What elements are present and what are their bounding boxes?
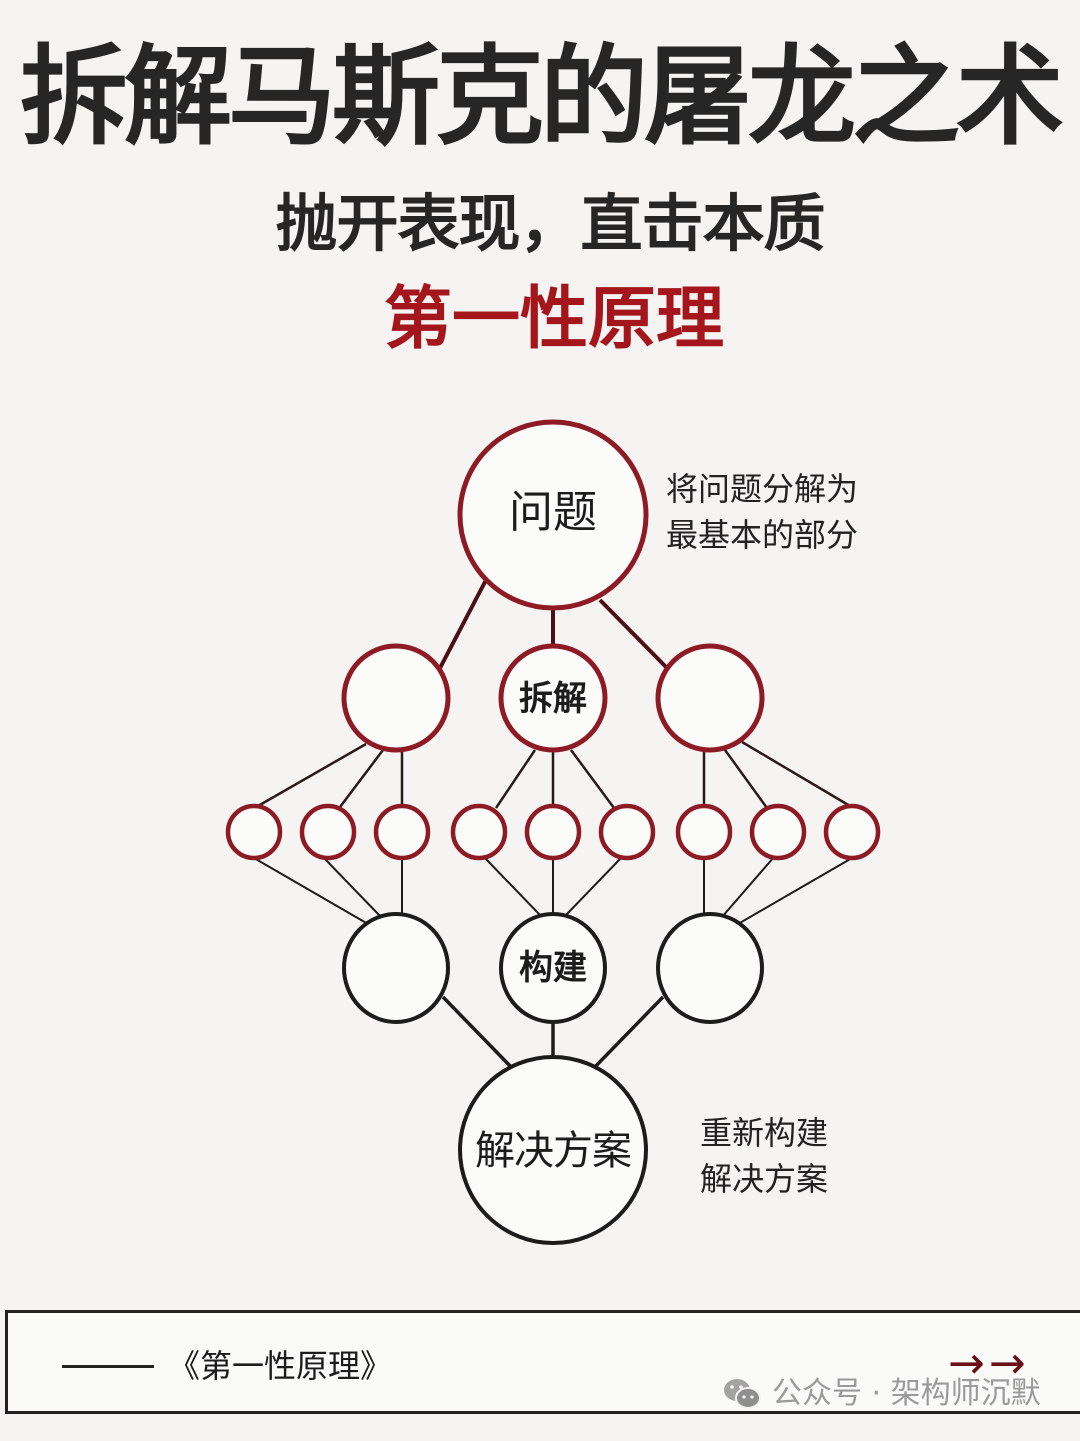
build-level-nodes: [342, 912, 764, 1024]
decompose-node-label: 拆解: [519, 679, 587, 719]
em-dash-line: [62, 1364, 154, 1368]
root-connectors: [438, 579, 669, 670]
root-node-label: 问题: [509, 487, 597, 538]
watermark-text: 公众号 · 架构师沉默: [772, 1376, 1041, 1411]
decompose-note-line2: 最基本的部分: [666, 516, 859, 554]
root-problem-node: [457, 419, 649, 611]
solution-node-label: 解决方案: [475, 1128, 632, 1174]
watermark: 公众号 · 架构师沉默: [722, 1374, 1041, 1414]
double-arrow-icon: →→: [948, 1338, 1030, 1389]
solution-node: [458, 1055, 648, 1245]
basic-element-nodes: [225, 803, 881, 861]
decompose-connectors: [257, 740, 851, 809]
highlight-title: 第一性原理: [383, 280, 724, 359]
decompose-note: 将问题分解为 最基本的部分: [666, 466, 858, 558]
wechat-icon: [724, 1379, 761, 1409]
solution-connectors: [441, 995, 665, 1074]
rebuild-note-line1: 重新构建: [700, 1114, 829, 1152]
footer-box: [5, 1310, 1080, 1414]
build-connectors: [253, 856, 853, 925]
footer-quote: 《第一性原理》: [62, 1344, 392, 1388]
decompose-level-nodes: [341, 643, 765, 753]
rebuild-note: 重新构建 解决方案: [700, 1110, 828, 1202]
rebuild-note-line2: 解决方案: [700, 1160, 829, 1198]
subtitle: 抛开表现，直击本质: [275, 187, 825, 260]
decompose-note-line1: 将问题分解为: [666, 470, 859, 508]
main-title: 拆解马斯克的屠龙之术: [19, 35, 1064, 160]
footer-quote-text: 《第一性原理》: [168, 1347, 393, 1385]
build-node-label: 构建: [519, 948, 587, 988]
